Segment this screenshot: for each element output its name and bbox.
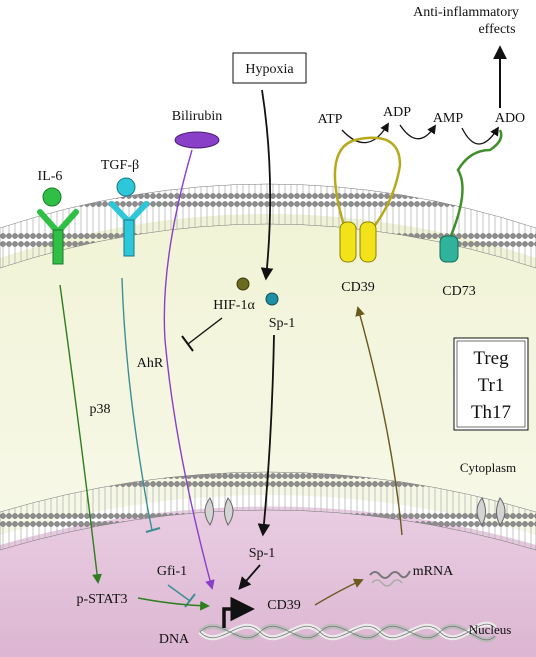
tgfb-ligand xyxy=(116,177,136,197)
gfi1-inhibition xyxy=(167,584,191,602)
il6-label: IL-6 xyxy=(38,169,63,184)
effects-label-line1: Anti-inflammatory xyxy=(413,5,519,20)
il6-receptor xyxy=(37,209,79,265)
nucleus-label: Nucleus xyxy=(469,622,512,637)
sp1-nuc-label: Sp-1 xyxy=(249,546,275,561)
cd73-stalk xyxy=(448,129,503,239)
cd73-membrane-protein xyxy=(439,235,459,263)
il6-ligand xyxy=(42,187,62,207)
cd39-to-mrna-arrow xyxy=(314,578,364,606)
bilirubin-path xyxy=(163,149,215,590)
atp-to-adp-arrow xyxy=(341,122,389,144)
nucleus-region xyxy=(0,506,536,657)
cell-types-box-inner xyxy=(456,340,526,428)
cell-types-box xyxy=(453,337,529,431)
tgfb-receptor xyxy=(109,201,149,257)
adp-label: ADP xyxy=(383,105,411,120)
pstat3-to-dna-arrow xyxy=(137,597,210,611)
hif1a-molecule xyxy=(236,277,250,291)
bilirubin-label: Bilirubin xyxy=(172,109,223,124)
mrna-label: mRNA xyxy=(413,564,454,579)
hypoxia-box xyxy=(232,52,307,84)
cell-type-tr1: Tr1 xyxy=(478,375,505,396)
mrna-squiggle-2 xyxy=(371,579,403,587)
hypoxia-arrow xyxy=(260,89,274,281)
cd39-loop xyxy=(333,136,402,233)
bilirubin-molecule xyxy=(174,131,220,149)
cd39-membrane-label: CD39 xyxy=(341,280,374,295)
adp-to-amp-arrow xyxy=(399,124,436,140)
mrna-squiggle xyxy=(369,570,411,579)
cd73-label: CD73 xyxy=(442,284,475,299)
pstat3-label: p-STAT3 xyxy=(77,592,128,607)
cell-type-th17: Th17 xyxy=(471,402,511,423)
tgfb-pathway xyxy=(121,277,153,531)
amp-to-ado-arrow xyxy=(461,126,499,145)
nuclear-pore-left xyxy=(204,497,234,526)
sp1-cyto-label: Sp-1 xyxy=(269,316,295,331)
amp-label: AMP xyxy=(433,111,464,126)
plasma-membrane xyxy=(0,183,536,269)
cd39-gene-label: CD39 xyxy=(267,598,300,613)
hif1a-ahr-bar xyxy=(181,335,194,352)
dna-helix xyxy=(198,621,497,643)
transcription-start-arrow xyxy=(222,596,255,628)
gfi1-label: Gfi-1 xyxy=(157,564,187,579)
p38-label: p38 xyxy=(90,402,111,417)
ahr-label: AhR xyxy=(137,356,164,371)
hif1a-inhibits-ahr xyxy=(187,317,223,345)
ado-label: ADO xyxy=(495,111,525,126)
mrna-to-cd39-arrow xyxy=(355,306,403,536)
effects-label-line2: effects xyxy=(478,22,515,37)
dna-label: DNA xyxy=(159,632,190,647)
cytoplasm-label: Cytoplasm xyxy=(460,460,516,475)
p38-inhibition-bar xyxy=(145,527,161,533)
nuclear-pore-right xyxy=(476,497,506,526)
sp1-translocation-arrow xyxy=(257,334,275,537)
cell-type-treg: Treg xyxy=(473,348,509,369)
sp1-to-dna-arrow xyxy=(238,564,261,590)
hypoxia-label: Hypoxia xyxy=(245,62,294,77)
hif1a-label: HIF-1α xyxy=(213,298,255,313)
cd39-membrane-protein xyxy=(339,221,377,263)
sp1-molecule xyxy=(265,292,279,306)
tgfb-label: TGF-β xyxy=(101,158,139,173)
il6-pathway-arrow xyxy=(59,284,102,584)
nuclear-membrane xyxy=(0,471,536,551)
atp-label: ATP xyxy=(318,112,343,127)
cytoplasm-region xyxy=(0,214,536,535)
